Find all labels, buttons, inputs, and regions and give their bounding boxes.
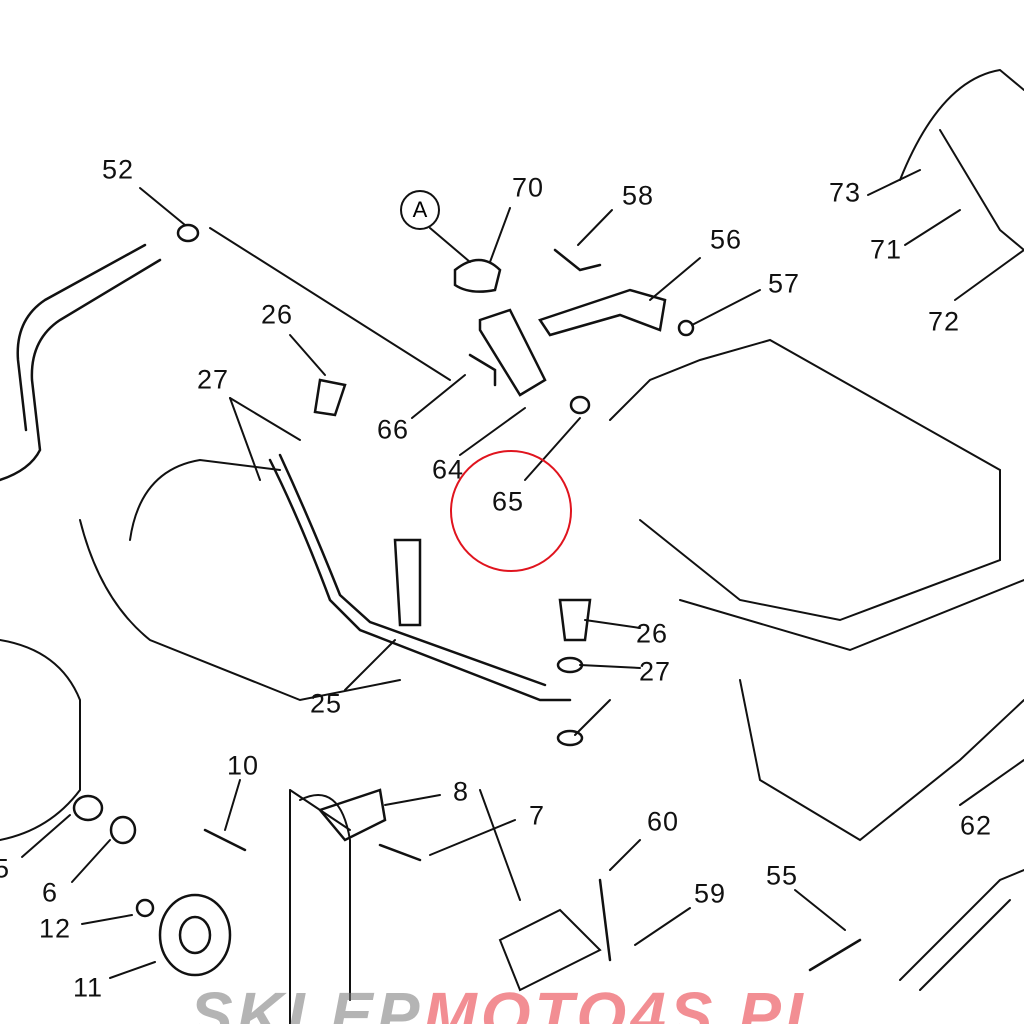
- part-56: [538, 288, 667, 337]
- washer-27b: [556, 729, 584, 747]
- oring-57: [677, 319, 695, 337]
- part-label-62: 62: [959, 810, 993, 841]
- washer-27: [556, 656, 584, 674]
- part-label-26b: 26: [635, 618, 669, 649]
- part-label-27b: 27: [638, 656, 672, 687]
- part-label-12: 12: [38, 913, 72, 944]
- part-label-11: 11: [72, 972, 104, 1003]
- part-label-64: 64: [431, 454, 465, 485]
- part-label-5: 5: [0, 853, 11, 884]
- part-label-73: 73: [828, 177, 862, 208]
- highlight-circle: [450, 450, 572, 572]
- engine-block: [0, 68, 1024, 1001]
- bolt-26b: [558, 598, 592, 642]
- oring-65: [569, 395, 591, 415]
- part-label-26: 26: [260, 299, 294, 330]
- washer-6: [109, 815, 137, 845]
- part-label-6: 6: [41, 877, 59, 908]
- bolt-7: [378, 843, 422, 862]
- watermark-part2: MOTO4S.PL: [423, 979, 829, 1024]
- leader-lines: [21, 169, 1024, 1024]
- part-label-66: 66: [376, 414, 410, 445]
- part-label-25: 25: [309, 688, 343, 719]
- part-label-70: 70: [511, 172, 545, 203]
- bolt-58: [553, 248, 602, 272]
- clamp-52: [176, 223, 200, 243]
- hose-left: [0, 243, 162, 482]
- part-label-71: 71: [869, 234, 903, 265]
- part-label-58: 58: [621, 180, 655, 211]
- part-label-7: 7: [528, 800, 546, 831]
- part-label-8: 8: [452, 776, 470, 807]
- bolt-10: [203, 828, 247, 852]
- part-label-27: 27: [196, 364, 230, 395]
- part-label-65: 65: [491, 486, 525, 517]
- part-label-55: 55: [765, 860, 799, 891]
- nut-12: [135, 898, 155, 918]
- part-label-60: 60: [646, 806, 680, 837]
- callout-a: A: [400, 190, 440, 230]
- pipe-25: [268, 458, 572, 702]
- bolt-vertical: [393, 538, 422, 627]
- part-label-56: 56: [709, 224, 743, 255]
- part-label-59: 59: [693, 878, 727, 909]
- bolt-60: [598, 878, 612, 962]
- part-70: [453, 258, 502, 293]
- part-label-72: 72: [927, 306, 961, 337]
- bolt-66: [468, 353, 497, 387]
- bolt-26: [313, 378, 347, 417]
- bracket-8: [317, 788, 387, 842]
- part-label-57: 57: [767, 268, 801, 299]
- fitting-64: [478, 308, 547, 397]
- watermark: SKLEPMOTO4S.PL: [190, 978, 828, 1024]
- bolt-55: [808, 938, 862, 972]
- watermark-part1: SKLEP: [190, 979, 424, 1024]
- seal-5: [72, 794, 104, 822]
- part-label-10: 10: [226, 750, 260, 781]
- part-label-52: 52: [101, 154, 135, 185]
- gear-11: [158, 893, 232, 977]
